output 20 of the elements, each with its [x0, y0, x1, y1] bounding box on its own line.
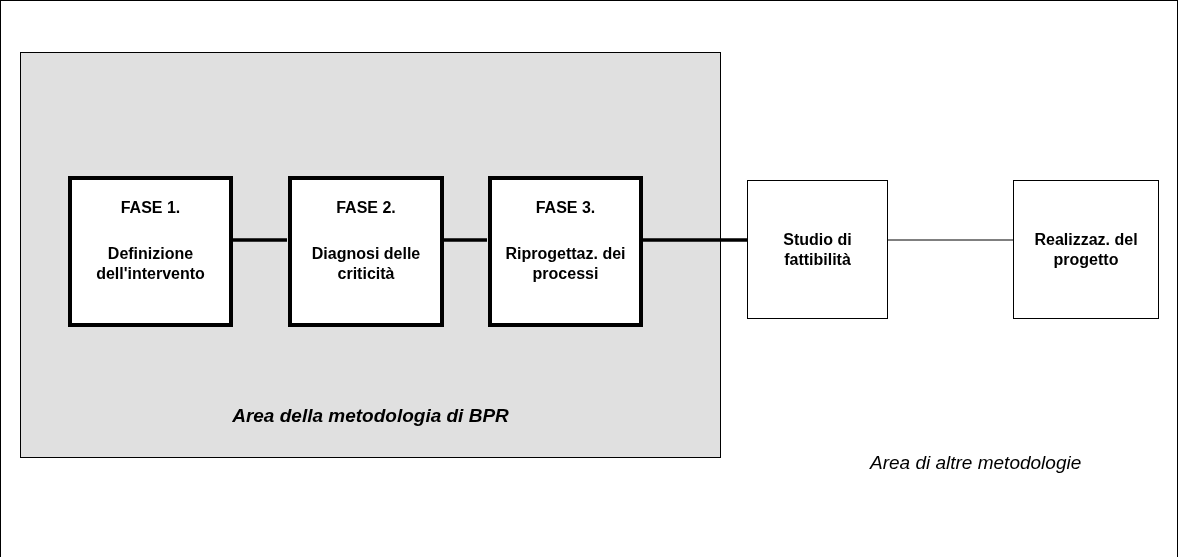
phase-heading: FASE 1.: [120, 198, 181, 218]
connector-line: [887, 239, 1014, 241]
connector-line: [443, 238, 487, 242]
box-label: Riprogettaz. dei processi: [504, 244, 627, 284]
process-box: [1013, 180, 1159, 319]
phase-box: [488, 176, 643, 327]
phase-box: [288, 176, 444, 327]
phase-heading: FASE 3.: [535, 198, 596, 218]
process-box: [747, 180, 888, 319]
box-label: Definizione dell'intervento: [95, 244, 206, 284]
box-label: Realizzaz. del progetto: [1033, 229, 1139, 270]
connector-line: [232, 238, 287, 242]
area-title: Area della metodologia di BPR: [231, 405, 510, 427]
shaded-area: [20, 52, 721, 458]
box-label: Diagnosi delle criticità: [310, 244, 422, 284]
phase-heading: FASE 2.: [336, 198, 396, 218]
phase-box: [68, 176, 233, 327]
area-label: Area di altre metodologie: [870, 452, 1082, 474]
connector-line: [642, 238, 747, 242]
box-label: Studio di fattibilità: [782, 229, 853, 270]
